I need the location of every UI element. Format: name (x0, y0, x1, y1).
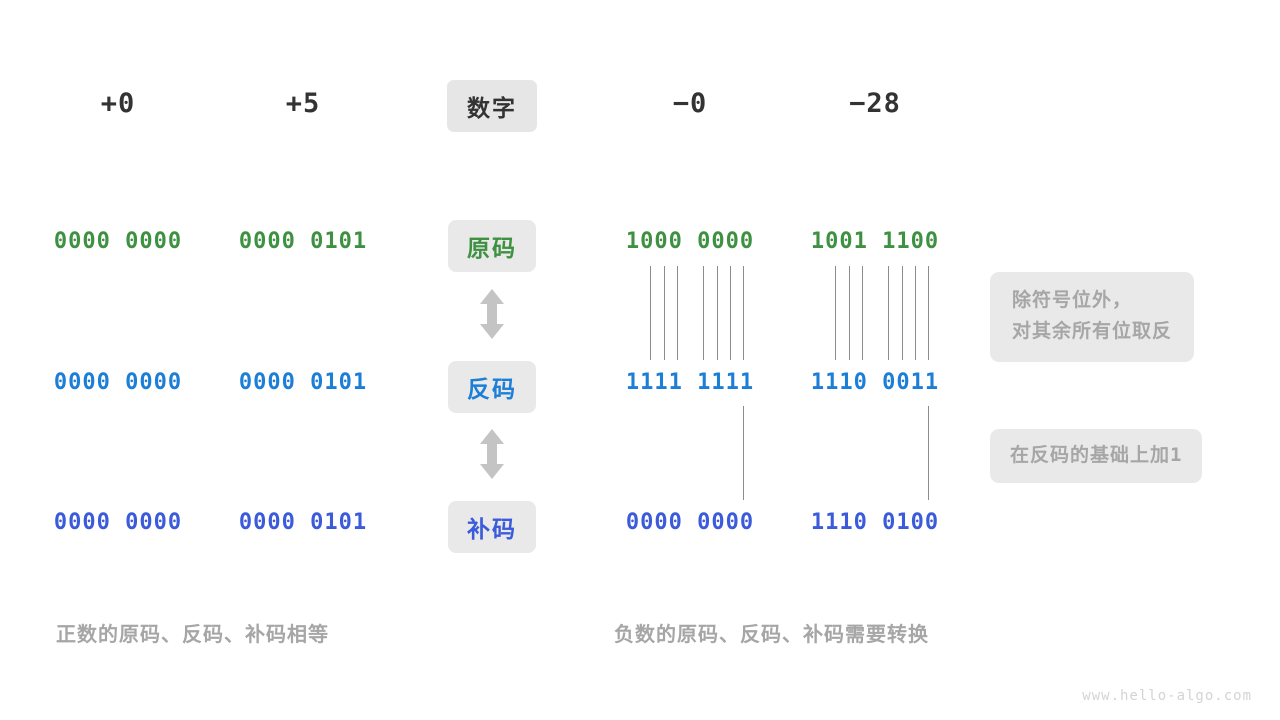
bit-connector-neg0 (650, 266, 651, 360)
header-pos5: +5 (285, 88, 321, 119)
row-label-ones_complement: 反码 (382, 361, 602, 413)
bit-connector-neg0 (677, 266, 678, 360)
bits-true_form-pos5: 0000 0101 (238, 229, 368, 254)
bit-connector-neg28 (849, 266, 850, 360)
carry-connector-neg28 (928, 406, 929, 500)
row-label-text: 反码 (448, 361, 536, 413)
bit-connector-neg28 (835, 266, 836, 360)
watermark: www.hello-algo.com (1082, 688, 1252, 704)
bit-connector-neg28 (928, 266, 929, 360)
bit-connector-neg0 (730, 266, 731, 360)
bits-twos_complement-pos0: 0000 0000 (53, 510, 183, 535)
bits-ones_complement-pos0: 0000 0000 (53, 370, 183, 395)
bits-twos_complement-neg0: 0000 0000 (625, 510, 755, 535)
bit-connector-neg28 (915, 266, 916, 360)
bits-twos_complement-neg28: 1110 0100 (810, 510, 940, 535)
row-label-twos_complement: 补码 (382, 501, 602, 553)
bit-connector-neg0 (703, 266, 704, 360)
note-line: 在反码的基础上加 (1010, 445, 1171, 466)
row-label-text: 补码 (448, 501, 536, 553)
note-line: 对其余所有位取反 (1012, 320, 1173, 342)
bits-true_form-neg28: 1001 1100 (810, 229, 940, 254)
double-vertical-arrow-icon (382, 428, 602, 480)
note-invert-bits: 除符号位外， 对其余所有位取反 (990, 272, 1195, 362)
bit-connector-neg28 (862, 266, 863, 360)
header-badge-label: 数字 (382, 80, 602, 132)
bit-connector-neg28 (888, 266, 889, 360)
bits-ones_complement-pos5: 0000 0101 (238, 370, 368, 395)
bit-connector-neg0 (664, 266, 665, 360)
positive-caption: 正数的原码、反码、补码相等 (56, 624, 329, 646)
header-neg28: −28 (849, 88, 901, 119)
note-mono-value: 1 (1170, 444, 1183, 466)
row-label-true_form: 原码 (382, 220, 602, 272)
bits-twos_complement-pos5: 0000 0101 (238, 510, 368, 535)
header-pos0: +0 (100, 88, 136, 119)
bit-connector-neg0 (717, 266, 718, 360)
bits-true_form-neg0: 1000 0000 (625, 229, 755, 254)
bits-true_form-pos0: 0000 0000 (53, 229, 183, 254)
bit-connector-neg28 (902, 266, 903, 360)
bit-connector-neg0 (743, 266, 744, 360)
header-neg0: −0 (672, 88, 708, 119)
negative-caption: 负数的原码、反码、补码需要转换 (614, 624, 929, 646)
note-line: 除符号位外， (1012, 290, 1133, 311)
carry-connector-neg0 (743, 406, 744, 500)
bits-ones_complement-neg0: 1111 1111 (625, 370, 755, 395)
header-badge-label: 数字 (447, 80, 537, 132)
row-label-text: 原码 (448, 220, 536, 272)
double-vertical-arrow-icon (382, 288, 602, 340)
bits-ones_complement-neg28: 1110 0011 (810, 370, 940, 395)
note-add-one: 在反码的基础上加1 (990, 429, 1203, 483)
